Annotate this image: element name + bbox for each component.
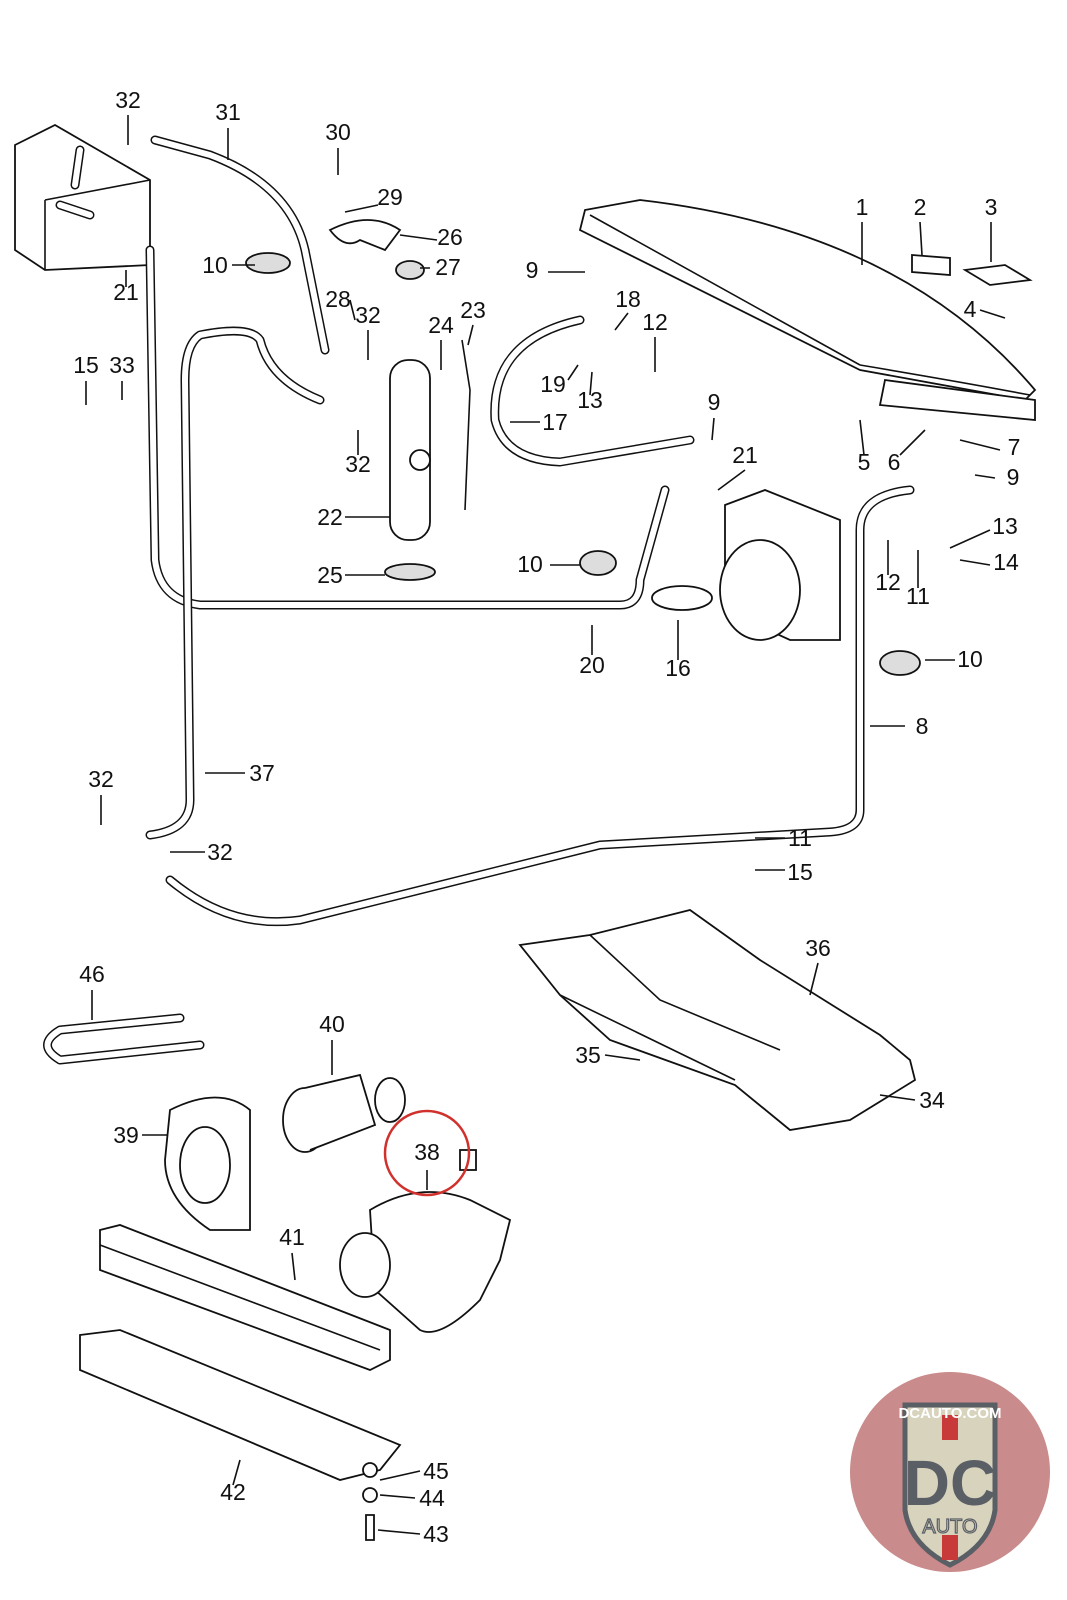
callout-label: 3 <box>985 194 998 220</box>
rear-evaporator <box>79 1224 402 1541</box>
callout-label: 13 <box>992 513 1018 539</box>
callout-label: 30 <box>325 119 351 145</box>
callout-label: 9 <box>708 389 721 415</box>
callout-label: 34 <box>919 1087 945 1113</box>
callout-label: 10 <box>517 551 543 577</box>
callout-label: 14 <box>993 549 1019 575</box>
callout-label: 12 <box>875 569 901 595</box>
callout-label: 21 <box>732 442 758 468</box>
callout-label: 4 <box>964 296 977 322</box>
callout-label: 38 <box>414 1139 440 1165</box>
callout-label: 1 <box>856 194 869 220</box>
leader-lines <box>85 115 1006 1535</box>
svg-text:AUTO: AUTO <box>922 1516 977 1538</box>
callout-label: 2 <box>914 194 927 220</box>
svg-text:DC: DC <box>904 1447 996 1519</box>
callout-label: 10 <box>202 252 228 278</box>
callout-label: 10 <box>957 646 983 672</box>
callout-label: 29 <box>377 184 403 210</box>
callout-label: 23 <box>460 297 486 323</box>
blower-assembly <box>164 1073 512 1333</box>
callout-label: 11 <box>788 825 812 851</box>
callout-label: 13 <box>577 387 603 413</box>
callout-label: 39 <box>113 1122 139 1148</box>
floor-ducts <box>43 909 917 1131</box>
callout-label: 26 <box>437 224 463 250</box>
condenser-fan <box>579 489 921 676</box>
refrigerant-hoses <box>145 135 915 927</box>
callout-label: 9 <box>526 257 539 283</box>
svg-text:DCAUTO.COM: DCAUTO.COM <box>898 1405 1001 1422</box>
callout-label: 6 <box>888 449 901 475</box>
callout-label: 32 <box>88 766 114 792</box>
callout-label: 24 <box>428 312 454 338</box>
callout-label: 16 <box>665 655 691 681</box>
callout-label: 18 <box>615 286 641 312</box>
callout-label: 20 <box>579 652 605 678</box>
callout-label: 32 <box>115 87 141 113</box>
callout-label: 17 <box>542 409 568 435</box>
callout-label: 9 <box>1007 464 1020 490</box>
dcauto-logo: DCAUTO.COM DC AUTO <box>850 1372 1050 1572</box>
callout-label: 37 <box>249 760 275 786</box>
callout-label: 15 <box>73 352 99 378</box>
callout-label: 25 <box>317 562 343 588</box>
callout-label: 12 <box>642 309 668 335</box>
callout-label: 21 <box>113 279 139 305</box>
callout-label: 40 <box>319 1011 345 1037</box>
callout-label: 19 <box>540 371 566 397</box>
callout-label: 22 <box>317 504 343 530</box>
callout-label: 8 <box>916 713 929 739</box>
receiver-drier <box>245 219 471 581</box>
highlight-circle <box>383 1109 471 1197</box>
callout-label: 42 <box>220 1479 246 1505</box>
callout-label: 5 <box>858 449 871 475</box>
callout-label: 32 <box>207 839 233 865</box>
callout-label: 41 <box>279 1224 305 1250</box>
callout-label: 11 <box>906 583 930 609</box>
callout-label: 45 <box>423 1458 449 1484</box>
callout-label: 46 <box>79 961 105 987</box>
callout-label: 32 <box>345 451 371 477</box>
callout-label: 43 <box>423 1521 449 1547</box>
callout-label: 7 <box>1008 434 1021 460</box>
callout-label: 44 <box>419 1485 445 1511</box>
callout-label: 35 <box>575 1042 601 1068</box>
callout-label: 28 <box>325 286 351 312</box>
callout-label: 27 <box>435 254 461 280</box>
callout-label: 15 <box>787 859 813 885</box>
callout-label: 31 <box>215 99 241 125</box>
callout-label: 33 <box>109 352 135 378</box>
evaporator-housing <box>14 123 151 271</box>
callout-label: 32 <box>355 302 381 328</box>
condenser <box>578 199 1037 421</box>
callout-label: 36 <box>805 935 831 961</box>
